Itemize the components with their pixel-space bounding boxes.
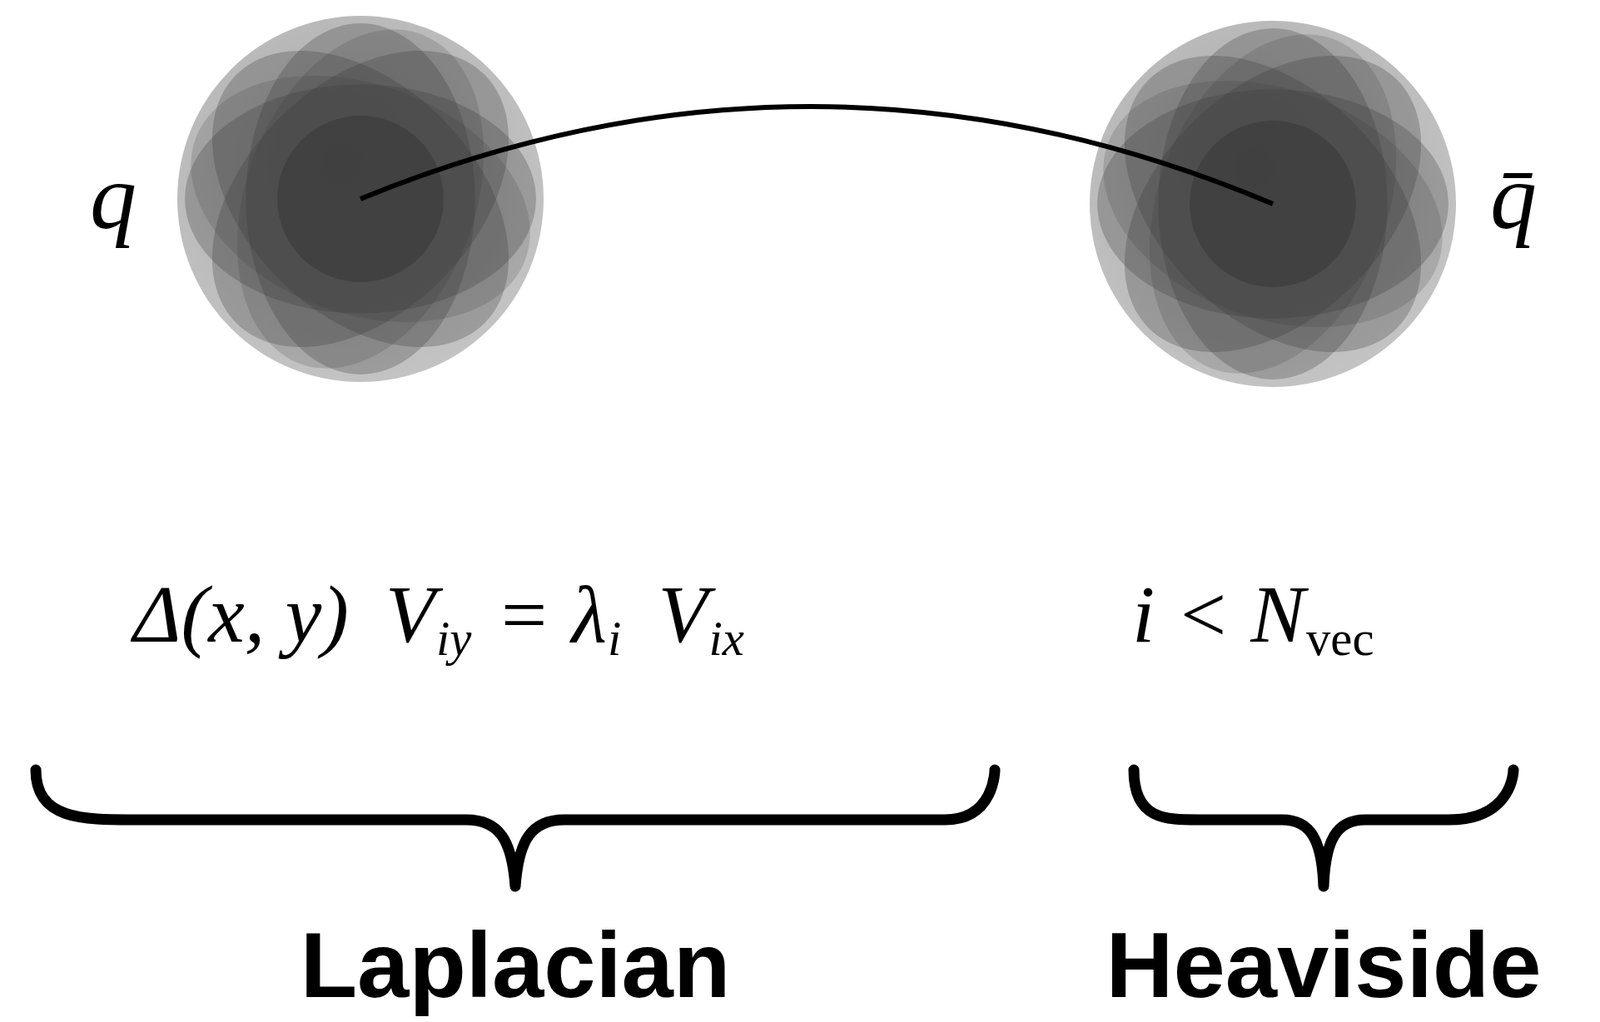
brace-label: Heaviside [1106,914,1542,1017]
eigenvalue-symbol: = λ [496,566,607,665]
quark-sphere: q̄ [1088,19,1458,389]
cutoff-subscript: vec [1306,610,1375,670]
quark-label: q [89,149,137,244]
laplacian-operator: Δ(x, y) [133,566,349,665]
left-brace [35,770,995,887]
quark-label: q̄ [1490,149,1537,244]
sphere-blob [175,14,546,384]
equation-line: i < Nvec [1132,566,1375,665]
eigenvector-symbol: V [385,566,436,665]
right-brace [1133,770,1514,887]
eigenvector-symbol: V [657,566,708,665]
index-subscript: iy [436,610,472,670]
sphere-blob [1088,19,1458,389]
quark-sphere: q [175,14,546,384]
equation-line: Δ(x, y)Viy= λiVix [133,566,745,665]
cutoff-condition: i < N [1132,566,1306,665]
index-subscript: i [607,610,622,670]
index-subscript: ix [708,610,744,670]
brace-label: Laplacian [300,914,731,1017]
